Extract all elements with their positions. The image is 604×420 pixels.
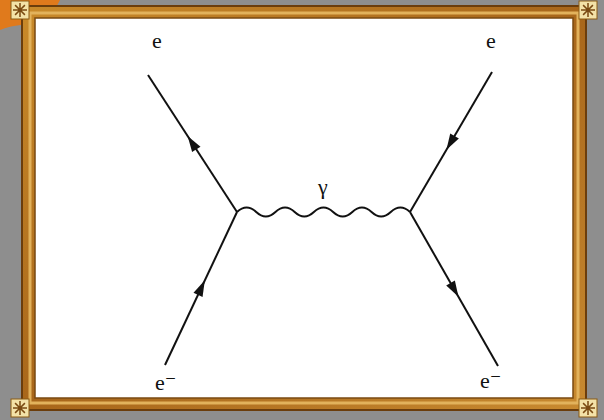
arrowhead [188, 136, 201, 152]
corner-star [13, 401, 27, 415]
corner-star [13, 3, 27, 17]
corner-square [11, 1, 29, 19]
particle-label: e⁻ [480, 370, 501, 392]
diagram-panel [35, 18, 573, 398]
corner-star [581, 3, 595, 17]
corner-star [581, 401, 595, 415]
particle-label: e⁻ [155, 372, 176, 394]
corner-ornaments [11, 1, 597, 417]
corner-square [11, 399, 29, 417]
arrowhead [193, 280, 204, 297]
wooden-frame [22, 6, 586, 410]
outgoing-electron-line [410, 212, 498, 366]
particle-label: e [152, 30, 162, 52]
particle-lines [148, 72, 498, 366]
arrowhead [446, 133, 458, 149]
incoming-positron-line [148, 75, 237, 212]
particle-label: e [486, 30, 496, 52]
photon-label: γ [318, 176, 328, 198]
photon-line [237, 208, 410, 217]
corner-square [579, 399, 597, 417]
arrowhead [446, 280, 458, 296]
incoming-electron-line [165, 212, 237, 365]
frame-inlay [30, 13, 578, 403]
corner-square [579, 1, 597, 19]
outgoing-positron-line [410, 72, 492, 212]
